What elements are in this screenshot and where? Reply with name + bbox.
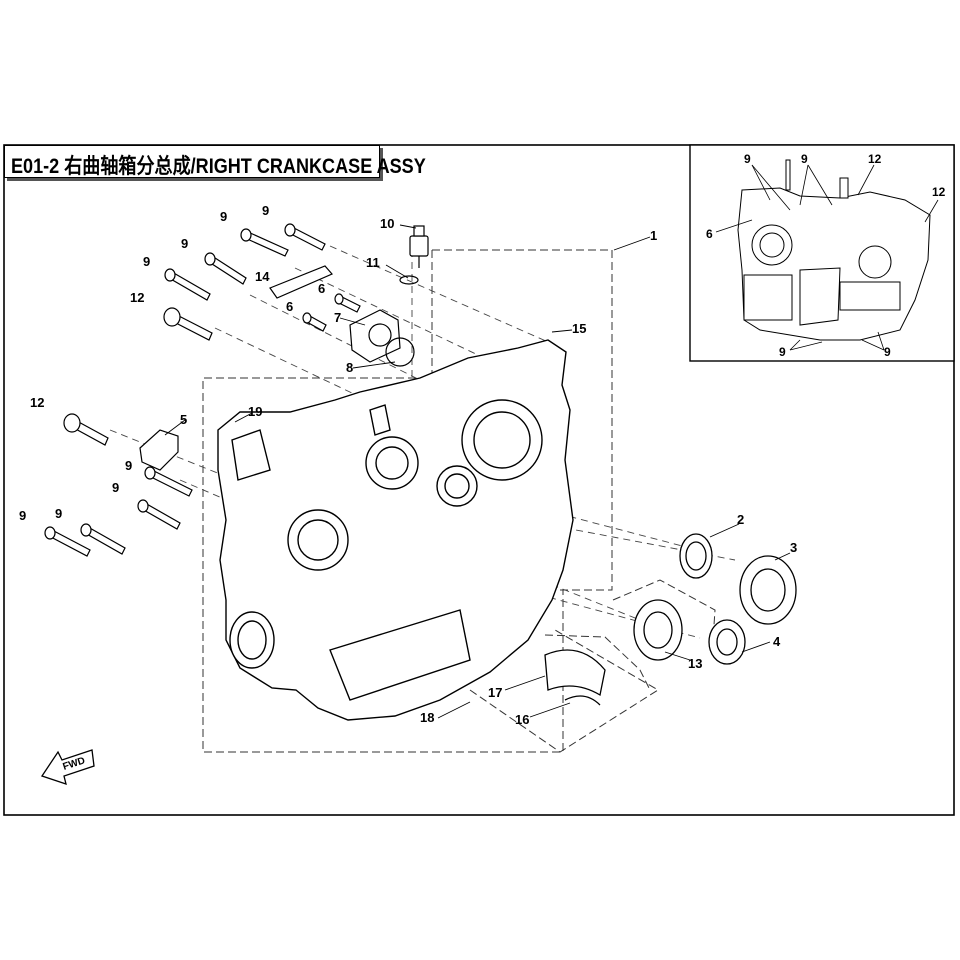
oil-seal-2 (679, 533, 713, 579)
inset-callout-9c: 9 (779, 345, 786, 359)
bolt-12b (63, 413, 109, 446)
callout-9d: 9 (143, 254, 150, 269)
page-title: E01-2 右曲轴箱分总成/RIGHT CRANKCASE ASSY (11, 155, 426, 178)
bolt-6a (334, 293, 361, 313)
callout-6a: 6 (318, 281, 325, 296)
callout-9g: 9 (55, 506, 62, 521)
callout-8: 8 (346, 360, 353, 375)
bushing-16-17 (544, 649, 606, 706)
inset-engine (737, 159, 931, 341)
bearing-13 (633, 599, 683, 661)
callout-1: 1 (650, 228, 657, 243)
inset-callout-6: 6 (706, 227, 713, 241)
gasket-8 (385, 337, 415, 367)
bolts (44, 223, 361, 557)
cover-7 (349, 309, 401, 363)
callout-5: 5 (180, 412, 187, 427)
bolt-9c (204, 252, 247, 285)
bolt-9d (164, 268, 211, 301)
inset-callout-9d: 9 (884, 345, 891, 359)
callout-9c: 9 (181, 236, 188, 251)
inset-callout-12a: 12 (868, 152, 882, 166)
inset-callout-9a: 9 (744, 152, 751, 166)
inset-callout-labels: 9 9 12 12 6 9 9 (706, 152, 946, 359)
bracket-5 (139, 429, 179, 471)
sensor-10 (409, 225, 429, 268)
bearing-4 (708, 619, 746, 665)
assembly-boundary (202, 249, 716, 753)
callout-7: 7 (334, 310, 341, 325)
bolt-6b (302, 312, 327, 332)
callout-9f: 9 (112, 480, 119, 495)
fwd-arrow-icon (40, 749, 95, 785)
inset-callout-9b: 9 (801, 152, 808, 166)
bolt-9h (44, 526, 91, 557)
callout-11: 11 (366, 255, 380, 270)
title-box: E01-2 右曲轴箱分总成/RIGHT CRANKCASE ASSY (4, 145, 426, 178)
callout-17: 17 (488, 685, 502, 700)
inset-leaders (715, 164, 939, 351)
outer-frame (3, 144, 955, 816)
callout-labels: 1 2 3 4 5 6 6 7 8 9 9 9 9 9 9 9 9 10 11 … (19, 203, 797, 727)
callout-9b: 9 (220, 209, 227, 224)
callout-14: 14 (255, 269, 270, 284)
callout-19: 19 (248, 404, 262, 419)
callout-6b: 6 (286, 299, 293, 314)
callout-9h: 9 (19, 508, 26, 523)
plate-14 (269, 265, 333, 299)
callout-2: 2 (737, 512, 744, 527)
leader-lines (164, 224, 791, 719)
callout-4: 4 (773, 634, 781, 649)
callout-16: 16 (515, 712, 529, 727)
callout-9a: 9 (262, 203, 269, 218)
bolt-9f (137, 499, 181, 530)
oring-11 (399, 275, 419, 285)
callout-9e: 9 (125, 458, 132, 473)
callout-18: 18 (420, 710, 434, 725)
right-crankcase-15 (217, 339, 574, 721)
bolt-9e (144, 466, 193, 497)
callout-12b: 12 (30, 395, 44, 410)
callout-13: 13 (688, 656, 702, 671)
bolt-9b (240, 228, 289, 257)
bolt-12a (163, 307, 213, 341)
bolt-9g (80, 523, 126, 555)
bearing-3 (739, 555, 797, 625)
callout-3: 3 (790, 540, 797, 555)
callout-10: 10 (380, 216, 394, 231)
bolt-9a (284, 223, 326, 251)
inset-callout-12b: 12 (932, 185, 946, 199)
callout-12a: 12 (130, 290, 144, 305)
callout-15: 15 (572, 321, 586, 336)
